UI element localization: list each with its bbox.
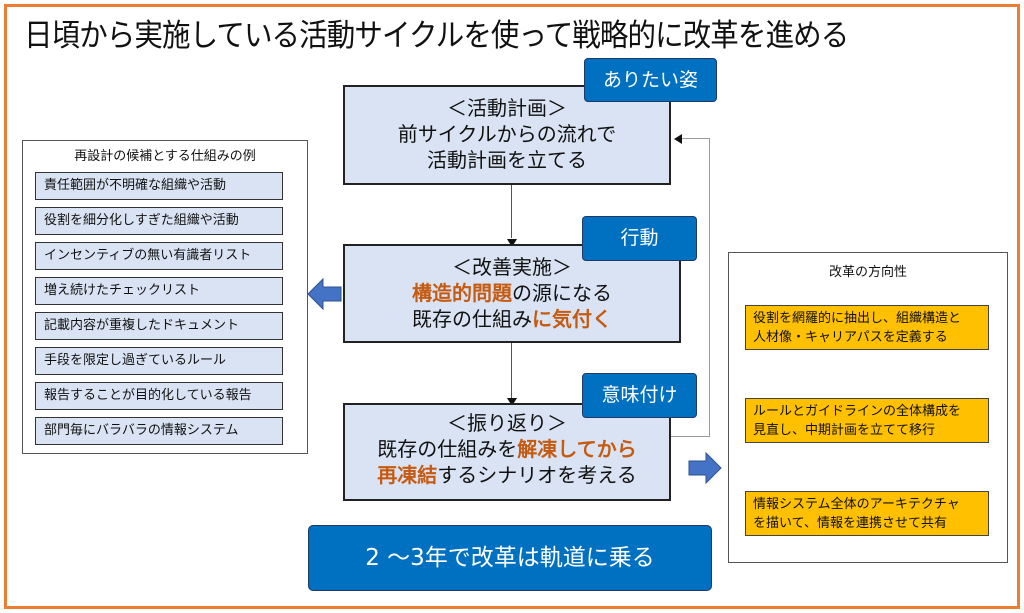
review-line1-highlight: 解凍してから <box>517 437 637 461</box>
examples-panel: 再設計の候補とする仕組みの例 責任範囲が不明確な組織や活動 役割を細分化しすぎた… <box>22 140 308 454</box>
do-line2: 既存の仕組みに気付く <box>345 306 679 332</box>
review-line2-highlight: 再凍結 <box>377 463 438 487</box>
example-item: 手段を限定し過ぎているルール <box>35 347 283 375</box>
do-line1-rest: の源になる <box>512 281 612 305</box>
example-item: 部門毎にバラバラの情報システム <box>35 417 283 445</box>
direction-item-line2: 見直し、中期計画を立てて移行 <box>753 423 936 438</box>
direction-item-line1: 情報システム全体のアーキテクチャ <box>753 497 960 512</box>
direction-item: ルールとガイドラインの全体構成を 見直し、中期計画を立てて移行 <box>745 398 989 443</box>
direction-item-line1: 役割を網羅的に抽出し、組織構造と <box>753 311 962 326</box>
cycle-box-review: ＜振り返り＞ 既存の仕組みを解凍してから 再凍結するシナリオを考える <box>343 403 671 501</box>
example-item: 報告することが目的化している報告 <box>35 382 283 410</box>
review-line1-plain: 既存の仕組みを <box>377 437 518 461</box>
do-line1: 構造的問題の源になる <box>345 280 679 306</box>
feedback-line-horizontal-top <box>682 138 710 139</box>
slide-title: 日頃から実施している活動サイクルを使って戦略的に改革を進める <box>24 18 849 54</box>
examples-panel-title: 再設計の候補とする仕組みの例 <box>74 149 256 164</box>
example-item: 増え続けたチェックリスト <box>35 277 283 305</box>
feedback-line-vertical <box>709 138 710 437</box>
right-block-arrow-icon <box>688 451 722 485</box>
direction-item-line1: ルールとガイドラインの全体構成を <box>753 404 962 419</box>
example-item: 記載内容が重複したドキュメント <box>35 312 283 340</box>
direction-panel-title: 改革の方向性 <box>828 265 907 280</box>
tag-meaning: 意味付け <box>582 373 697 418</box>
plan-line2: 活動計画を立てる <box>427 148 587 172</box>
direction-item: 役割を網羅的に抽出し、組織構造と 人材像・キャリアパスを定義する <box>745 305 989 350</box>
arrowhead-down-icon <box>507 398 517 406</box>
connector-plan-to-do <box>511 184 512 238</box>
left-block-arrow-icon <box>307 277 342 311</box>
arrowhead-left-icon <box>674 134 682 144</box>
tag-ideal-state: ありたい姿 <box>584 58 717 102</box>
result-banner: 2 ～3年で改革は軌道に乗る <box>308 525 712 591</box>
do-line2-plain: 既存の仕組み <box>412 307 532 331</box>
direction-item-line2: 人材像・キャリアパスを定義する <box>753 330 948 345</box>
direction-item: 情報システム全体のアーキテクチャ を描いて、情報を連携させて共有 <box>745 491 989 536</box>
example-item: 責任範囲が不明確な組織や活動 <box>35 172 283 200</box>
do-heading: ＜改善実施＞ <box>452 255 572 279</box>
review-line1: 既存の仕組みを解凍してから <box>345 436 669 462</box>
review-heading: ＜振り返り＞ <box>447 411 567 435</box>
review-line2: 再凍結するシナリオを考える <box>345 462 669 488</box>
example-item: インセンティブの無い有識者リスト <box>35 242 283 270</box>
direction-item-line2: を描いて、情報を連携させて共有 <box>753 516 947 531</box>
do-line1-highlight: 構造的問題 <box>412 281 512 305</box>
example-item: 役割を細分化しすぎた組織や活動 <box>35 207 283 235</box>
plan-heading: ＜活動計画＞ <box>447 96 567 120</box>
cycle-box-plan: ＜活動計画＞ 前サイクルからの流れで 活動計画を立てる <box>343 85 671 185</box>
plan-line1: 前サイクルからの流れで <box>397 122 617 146</box>
connector-do-to-review <box>511 342 512 399</box>
tag-action: 行動 <box>582 216 697 261</box>
feedback-line-horizontal-bottom <box>670 436 710 437</box>
review-line2-rest: するシナリオを考える <box>437 463 637 487</box>
direction-panel: 改革の方向性 役割を網羅的に抽出し、組織構造と 人材像・キャリアパスを定義する … <box>728 252 1008 563</box>
do-line2-highlight: に気付く <box>532 307 612 331</box>
arrowhead-down-icon <box>507 239 517 247</box>
